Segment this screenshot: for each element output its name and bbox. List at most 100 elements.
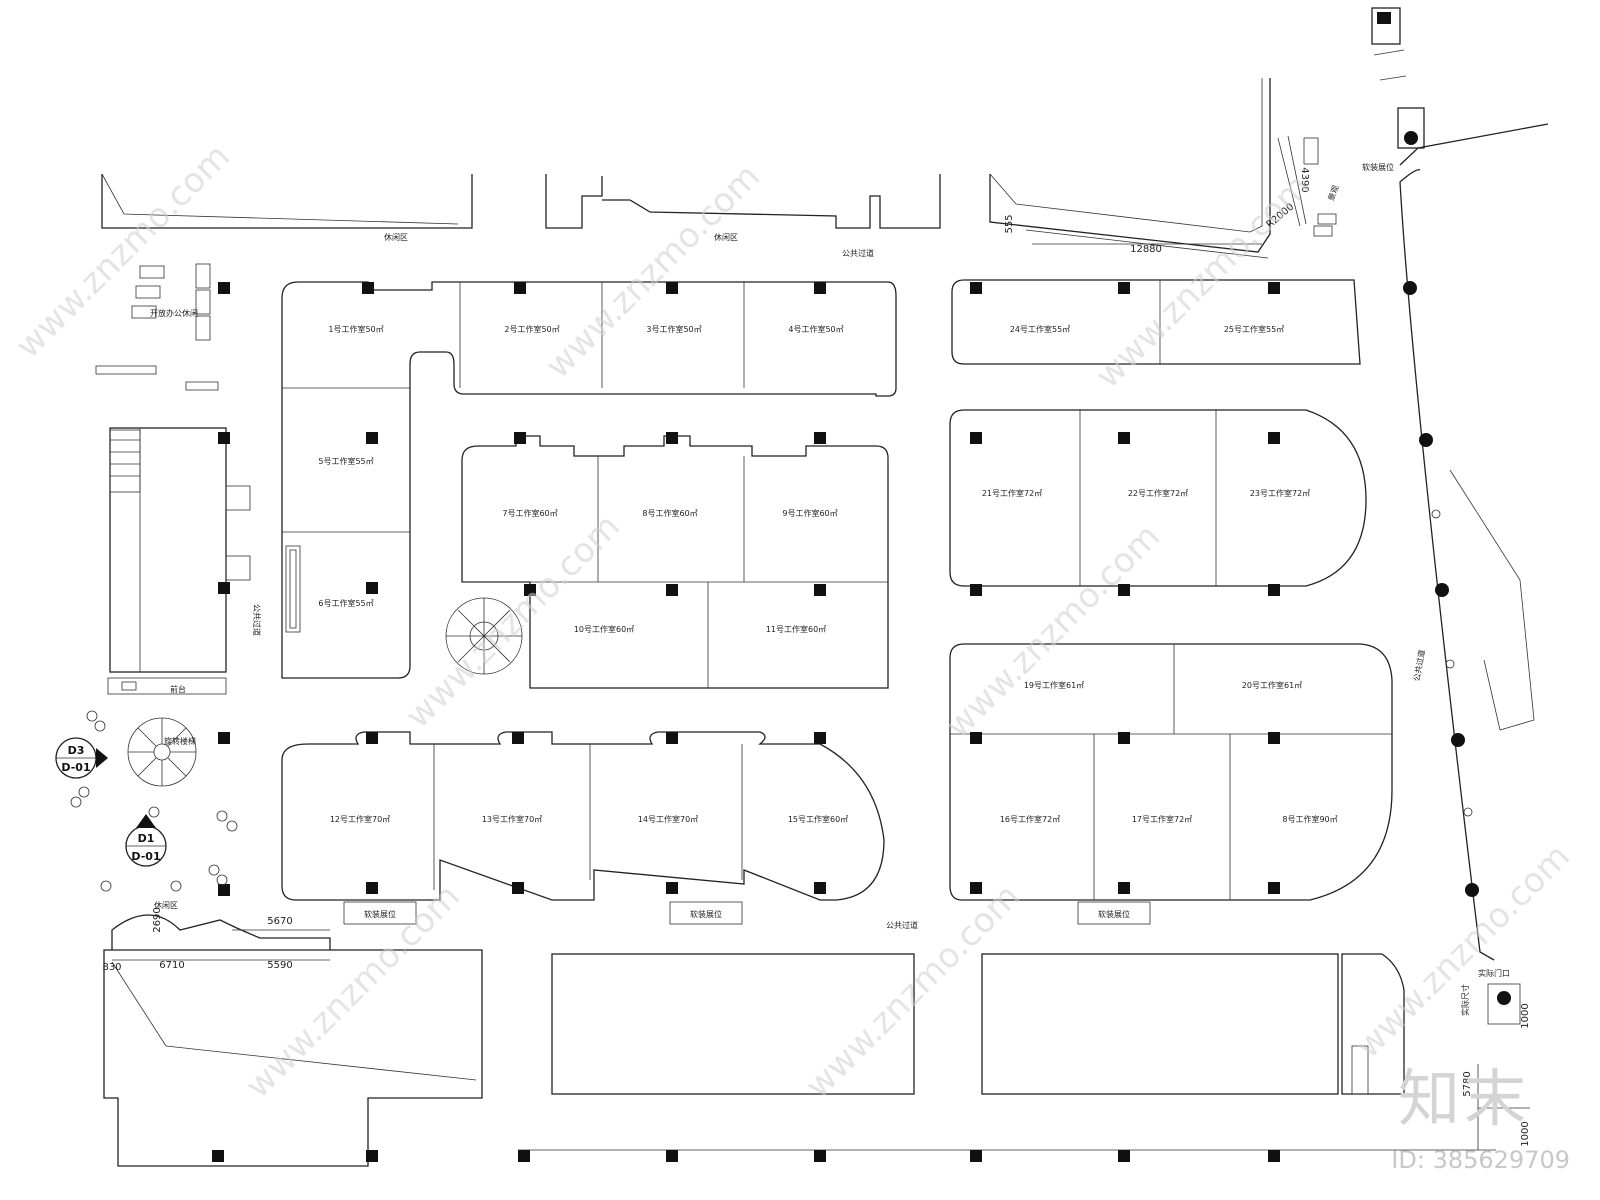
column [814, 732, 826, 744]
spiral-stair [127, 717, 197, 787]
column [218, 732, 230, 744]
room-label-21: 21号工作室72㎡ [982, 488, 1042, 498]
dim-1000b: 1000 [1520, 1121, 1531, 1146]
column [366, 432, 378, 444]
column [1118, 282, 1130, 294]
soft-pack-booths [343, 137, 1337, 925]
block-rooms-16-20 [949, 643, 1393, 901]
brand-watermark: 知末 [1397, 1062, 1530, 1135]
column [666, 432, 678, 444]
column [1268, 584, 1280, 596]
area-landscape: 景观 [1327, 184, 1341, 202]
column [366, 1150, 378, 1162]
room-label-24: 24号工作室55㎡ [1010, 324, 1070, 334]
gate-kiosk [1371, 7, 1425, 149]
column [1268, 432, 1280, 444]
area-public-corridor-right: 公共过道 [1411, 649, 1426, 682]
dim-4390: 4390 [1299, 167, 1310, 192]
watermark-6: www.znzmo.com [238, 876, 468, 1106]
area-soft-pack-3: 软装展位 [1098, 909, 1130, 919]
column [514, 432, 526, 444]
bottom-buildings [518, 953, 1496, 1151]
column [814, 282, 826, 294]
marker-d3: D3 D-01 [55, 737, 108, 779]
room-label-6: 6号工作室55㎡ [318, 598, 373, 608]
room-label-16: 16号工作室72㎡ [1000, 814, 1060, 824]
column [666, 584, 678, 596]
area-spiral-stair: 旋转楼梯 [164, 736, 196, 746]
column [218, 282, 230, 294]
open-office-desks [95, 263, 251, 581]
column [362, 282, 374, 294]
room-label-9: 9号工作室60㎡ [782, 508, 837, 518]
area-leisure-bottom: 休闲区 [154, 900, 178, 910]
area-soft-pack-top-right: 软装展位 [1362, 162, 1394, 172]
dim-555: 555 [1004, 214, 1015, 233]
column [524, 584, 536, 596]
room-label-5: 5号工作室55㎡ [318, 456, 373, 466]
structural-columns [212, 282, 1280, 1162]
column [518, 1150, 530, 1162]
column [1268, 282, 1280, 294]
block-rooms-7-11 [461, 435, 889, 689]
column [1118, 432, 1130, 444]
column [1118, 1150, 1130, 1162]
watermark-7: www.znzmo.com [798, 876, 1028, 1106]
room-label-10: 10号工作室60㎡ [574, 624, 634, 634]
room-labels: 1号工作室50㎡ 2号工作室50㎡ 3号工作室50㎡ 4号工作室50㎡ 5号工作… [318, 324, 1337, 824]
column [514, 282, 526, 294]
dim-1000a: 1000 [1520, 1003, 1531, 1028]
column [1268, 882, 1280, 894]
room-label-8: 8号工作室60㎡ [642, 508, 697, 518]
left-reception [107, 427, 227, 695]
column [1118, 882, 1130, 894]
room-label-14: 14号工作室70㎡ [638, 814, 698, 824]
watermark-2: www.znzmo.com [538, 156, 768, 386]
column [666, 732, 678, 744]
marker-d3-top: D3 [68, 744, 85, 757]
watermark-4: www.znzmo.com [398, 506, 628, 736]
room-label-4: 4号工作室50㎡ [788, 324, 843, 334]
column [814, 584, 826, 596]
room-label-13: 13号工作室70㎡ [482, 814, 542, 824]
column [970, 282, 982, 294]
room-label-22: 22号工作室72㎡ [1128, 488, 1188, 498]
right-road [1373, 49, 1549, 961]
column [970, 584, 982, 596]
dim-2690: 2690 [152, 907, 163, 932]
room-label-3: 3号工作室50㎡ [646, 324, 701, 334]
column [814, 432, 826, 444]
watermark-5: www.znzmo.com [938, 516, 1168, 746]
column [1118, 732, 1130, 744]
marker-d1-top: D1 [138, 832, 155, 845]
column [666, 282, 678, 294]
room-label-12: 12号工作室70㎡ [330, 814, 390, 824]
column [970, 882, 982, 894]
marker-d3-bottom: D-01 [61, 761, 90, 774]
area-soft-pack-1: 软装展位 [364, 909, 396, 919]
block-rooms-1-4 [298, 281, 897, 397]
column [512, 732, 524, 744]
room-label-25: 25号工作室55㎡ [1224, 324, 1284, 334]
area-public-corridor-left: 公共过道 [252, 604, 262, 636]
column [970, 432, 982, 444]
area-real-size: 实际尺寸 [1460, 984, 1470, 1016]
dim-5590: 5590 [267, 960, 292, 971]
area-real-door: 实际门口 [1478, 968, 1510, 978]
column [212, 1150, 224, 1162]
column [666, 1150, 678, 1162]
column [218, 582, 230, 594]
column [814, 882, 826, 894]
column [814, 1150, 826, 1162]
dim-6710: 6710 [159, 960, 184, 971]
area-soft-pack-2: 软装展位 [690, 909, 722, 919]
dim-12880: 12880 [1130, 244, 1162, 255]
dim-5670: 5670 [267, 916, 292, 927]
dim-830: 830 [102, 962, 121, 973]
column [1268, 1150, 1280, 1162]
room-label-1: 1号工作室50㎡ [328, 324, 383, 334]
image-id-watermark: ID: 385629709 [1391, 1146, 1570, 1174]
block-rooms-21-23 [949, 409, 1367, 587]
column [366, 582, 378, 594]
